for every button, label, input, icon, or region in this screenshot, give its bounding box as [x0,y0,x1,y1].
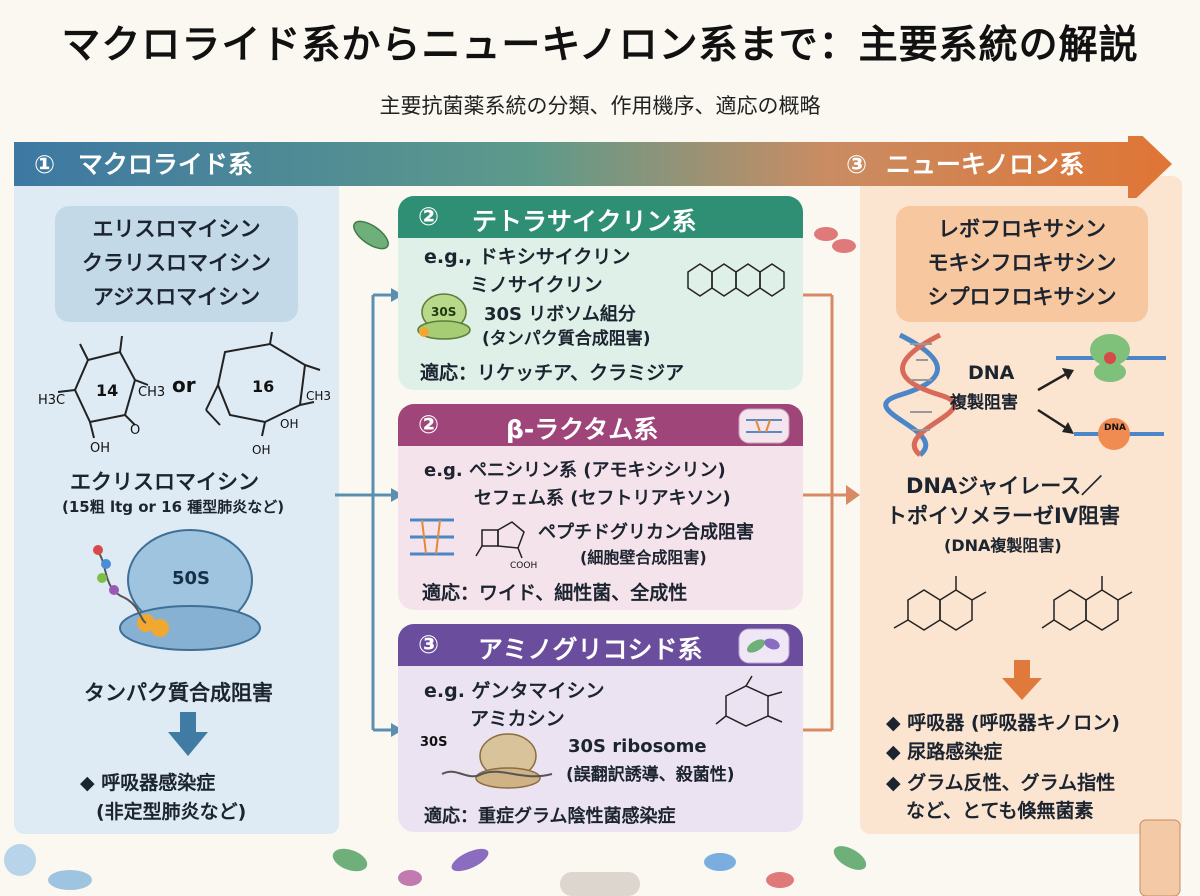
arrow-icon [1037,368,1074,434]
betalactam-target: ペプチドグリカン合成阻害 [538,522,754,543]
oh-label: OH [90,441,110,456]
aminoglycoside-card: ③ アミノグリコシド系 e.g. ゲンタマイシン アミカシン 30S 30S r… [398,624,803,832]
ch3-label: CH3 [306,389,330,403]
aminoglycoside-indication: 適応：重症グラム陰性菌感染症 [424,806,676,827]
bacteria-icon [738,628,790,664]
quinolone-structures [893,576,1133,631]
banner-left-label: マクロライド系 [77,150,253,179]
quinolone-mechanism-3: (DNA複製阻害) [944,536,1062,555]
dna-helix-illustration [883,332,957,457]
betalactam-title: β-ラクタム系 [506,415,659,444]
betalactam-indication: 適応：ワイド、細性菌、全成性 [422,582,688,604]
tetracycline-target-note: (タンパク質合成阻害) [482,329,651,349]
dna-label: DNA [968,362,1015,384]
tetracycline-card: ② テトラサイクリン系 e.g., ドキシサイクリン ミノサイクリン 30S 3… [398,196,803,390]
banner-left-number: ① [34,150,56,179]
ribosome-30s-illustration: 30S [420,733,553,789]
tetracycline-number: ② [418,202,440,231]
or-label: or [172,373,196,397]
bacteria-decoration-icon [4,819,1181,896]
tetracycline-title: テトラサイクリン系 [472,207,697,236]
ch3-label: CH3 [138,385,165,400]
quinolone-drug: モキシフロキサシン [927,251,1117,275]
macrolide-structure: 14 CH3 H3C O OH or 16 CH3 OH OH [38,331,330,457]
quinolone-indication: ◆ 呼吸器 (呼吸器キノロン) [886,712,1120,734]
aminoglycoside-title: アミノグリコシド系 [478,635,703,664]
tetracycline-example-2: ミノサイクリン [470,274,603,296]
flow-connector-left [335,288,403,737]
bacteria-decoration-icon [353,220,389,250]
h3c-label: H3C [38,393,65,408]
quinolone-drug: レボフロキサシン [938,217,1106,241]
progression-arrow [14,136,1172,198]
ring-16-label: 16 [252,377,274,396]
tetracycline-target: 30S リボソム組分 [484,304,636,325]
aminoglycoside-header: ③ アミノグリコシド系 [398,624,803,666]
quinolone-drug: シプロフロキサシン [927,285,1117,309]
macrolide-drug-list: エリスロマイシン クラリスロマイシン アジスロマイシン [55,206,298,322]
ribosome-30s-icon: 30S [417,293,471,340]
banner-right-number: ③ [846,150,868,179]
macrolide-drug: エリスロマイシン [92,217,261,241]
macrolide-mechanism: タンパク質合成阻害 [84,681,273,705]
oh-label: OH [252,443,270,457]
dna-small-label: DNA [1104,423,1126,433]
topoisomerase-enzyme-icon: DNA [1074,418,1164,450]
betalactam-example-1: e.g. ペニシリン系 (アモキシシリン) [424,460,726,481]
cell-wall-icon [738,408,790,444]
aminoglycoside-target-note: (誤翻訳誘導、殺菌性) [566,765,735,785]
page-title: マクロライド系からニューキノロン系まで：主要系統の解説 [61,23,1139,68]
flow-connector-right [798,293,860,732]
quinolone-indication: など、とても倏無菌素 [906,800,1094,822]
dna-replication-label: 複製阻害 [950,393,1018,413]
quinolone-indication: ◆ 尿路感染症 [886,741,1003,763]
macrolide-drug: クラリスロマイシン [82,251,271,275]
tetracycline-header: ② テトラサイクリン系 [398,196,803,238]
bacteria-decoration-icon [814,227,856,253]
aminoglycoside-example-2: アミカシン [470,708,565,730]
ribosome-50s-label: 50S [172,568,210,589]
banner-quinolone: ③ ニューキノロン系 [846,145,1084,181]
betalactam-number: ② [418,410,440,439]
oh-label: OH [280,417,298,431]
aminoglycoside-example-1: e.g. ゲンタマイシン [424,680,605,702]
peptidoglycan-icon [410,518,454,556]
betalactam-header: ② β-ラクタム系 [398,404,803,446]
down-arrow-icon [168,712,208,756]
ribosome-50s-illustration: 50S [93,529,261,651]
ribosome-30s-label: 30S [420,735,447,750]
banner-right-label: ニューキノロン系 [885,150,1085,179]
aminoglycoside-number: ③ [418,630,440,659]
tetracycline-example-1: e.g., ドキシサイクリン [424,246,631,268]
quinolone-mechanism-2: トポイソメラーゼIV阻害 [886,504,1121,528]
quinolone-drug-list: レボフロキサシン モキシフロキサシン シプロフロキサシン [896,206,1148,322]
banner-macrolide: ① マクロライド系 [34,145,253,181]
tetracycline-structure [687,263,785,297]
o-label: O [130,423,140,438]
quinolone-indication: ◆ グラム反性、グラム指性 [886,772,1116,794]
page-subtitle: 主要抗菌薬系統の分類、作用機序、適応の概略 [379,94,821,118]
aminoglycoside-target: 30S ribosome [568,736,707,757]
ring-14-label: 14 [96,381,118,400]
betalactam-card: ② β-ラクタム系 e.g. ペニシリン系 (アモキシシリン) セフェム系 (セ… [398,404,803,610]
macrolide-indication-note: (非定型肺炎など) [96,801,247,823]
aminoglycoside-structure [715,675,783,727]
betalactam-example-2: セフェム系 (セフトリアキソン) [474,488,731,509]
macrolide-indication: ◆ 呼吸器感染症 [80,772,216,794]
macrolide-compound-note: (15粗 ltg or 16 種型肺炎など) [62,498,285,516]
macrolide-compound-name: エクリスロマイシン [70,470,259,494]
ribosome-30s-label: 30S [431,305,456,319]
betalactam-structure: COOH [475,521,537,570]
cooh-label: COOH [510,561,537,570]
quinolone-mechanism-1: DNAジャイレース／ [906,474,1103,498]
tetracycline-indication: 適応：リケッチア、クラミジア [420,362,685,384]
down-arrow-icon [1002,660,1042,700]
betalactam-target-note: (細胞壁合成阻害) [580,548,707,567]
gyrase-enzyme-icon [1056,334,1166,382]
macrolide-drug: アジスロマイシン [92,285,261,309]
